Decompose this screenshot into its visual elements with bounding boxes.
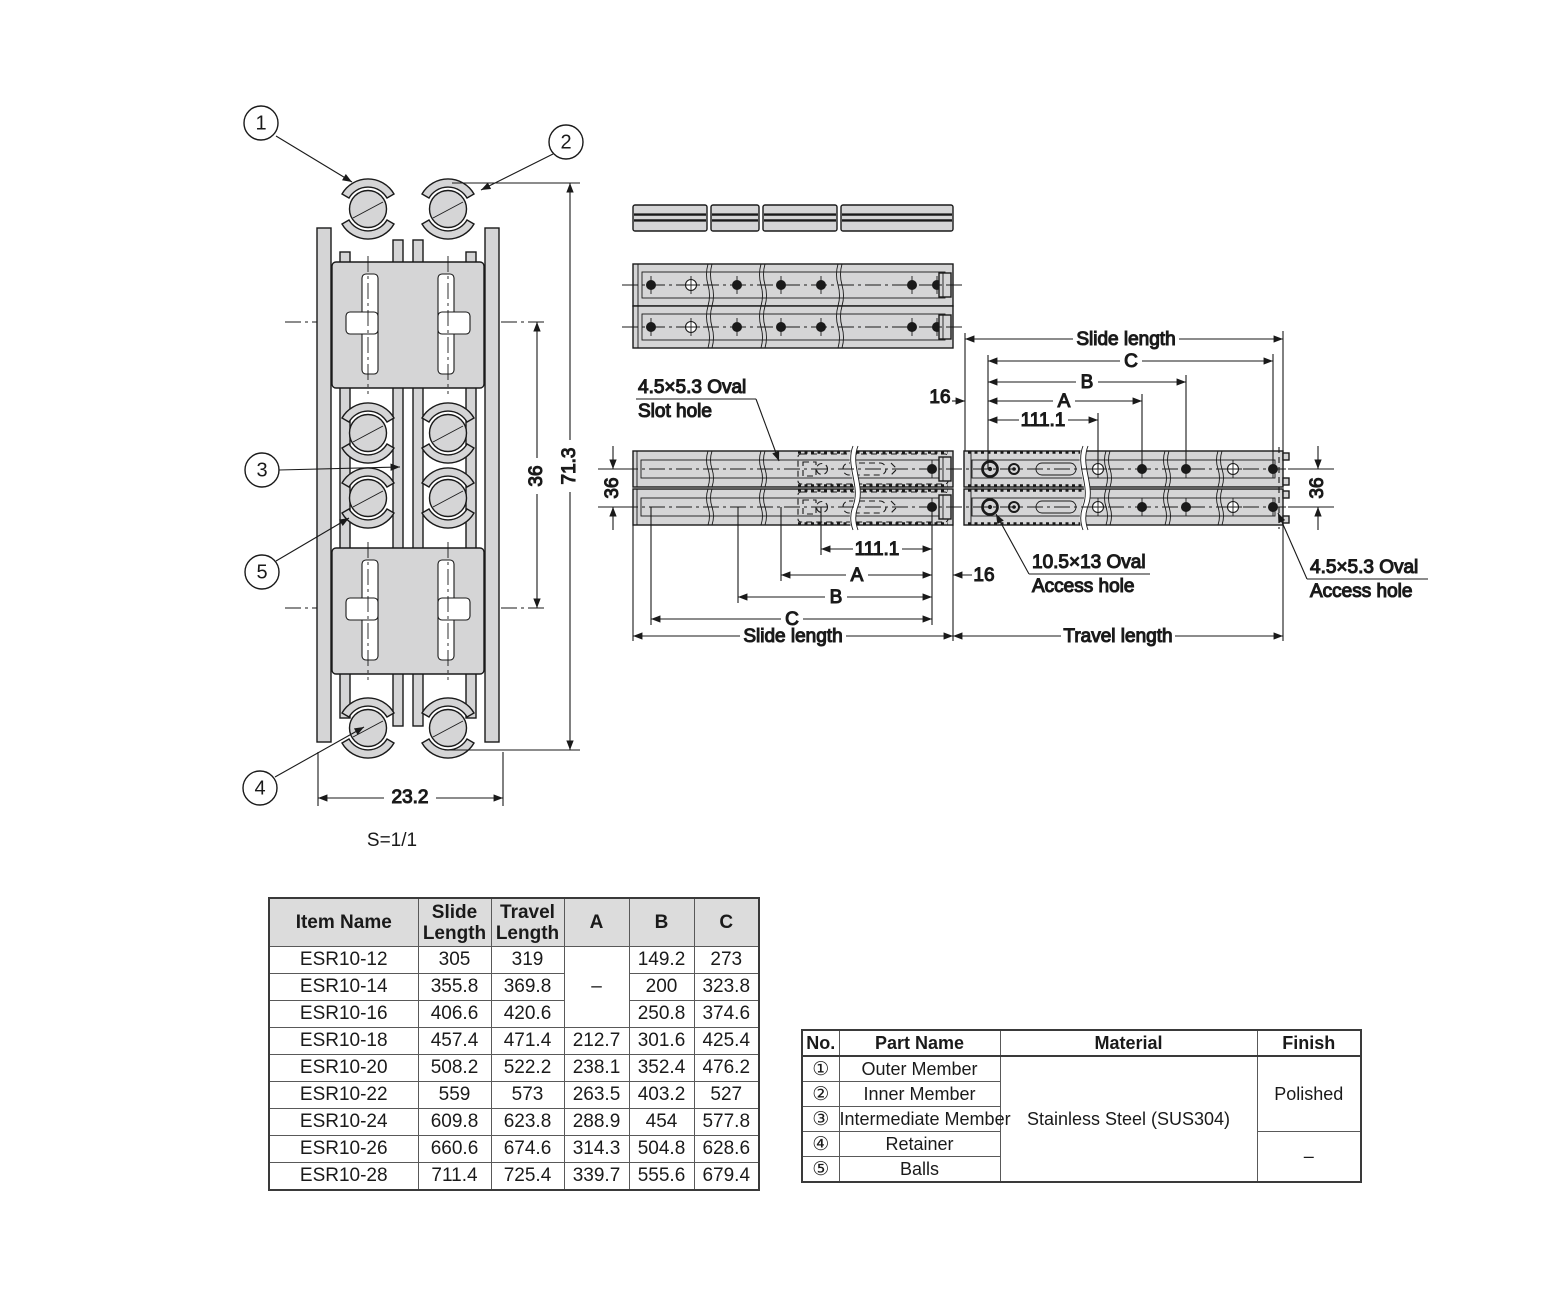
callout-5: 5 (244, 517, 350, 590)
col-c: C (693, 897, 760, 947)
parts-table-header-row: No. Part Name Material Finish (801, 1029, 1362, 1057)
dim-travel-length: Travel length (1063, 626, 1172, 647)
dim-111-1-top: 111.1 (1021, 410, 1066, 431)
table-row: ESR10-24 609.8 623.8 288.9 454 577.8 (268, 1108, 760, 1136)
access-hole-label-a: 10.5×13 Oval Access hole (995, 513, 1150, 598)
table-row: ESR10-28 711.4 725.4 339.7 555.6 679.4 (268, 1162, 760, 1191)
callout-2: 2 (480, 124, 584, 191)
svg-text:Access hole: Access hole (1032, 576, 1134, 597)
technical-drawing: 36 71.3 23.2 1 2 3 (242, 105, 1428, 851)
plan-view-closed (622, 264, 962, 348)
table-row: ④ Retainer – (801, 1131, 1362, 1183)
table-row: ⑤ Balls (801, 1156, 1361, 1183)
centerlines (285, 321, 548, 609)
finish-polished-cell: Polished (1256, 1055, 1362, 1132)
dim-71-3: 71.3 (559, 448, 580, 485)
dim-c-top: C (1124, 351, 1138, 372)
dim-c-bottom: C (785, 609, 799, 630)
callout-1: 1 (243, 105, 353, 183)
dim-36-right: 36 (1307, 477, 1328, 498)
svg-text:4.5×5.3 Oval: 4.5×5.3 Oval (1310, 557, 1418, 578)
svg-text:Access hole: Access hole (1310, 581, 1412, 602)
dim-a-bottom: A (851, 565, 864, 586)
side-view-extended (622, 444, 1305, 532)
svg-text:1: 1 (255, 112, 266, 134)
table-row: ESR10-12 305 319 – 149.2 273 (268, 946, 760, 1028)
dim-36: 36 (526, 465, 547, 486)
dim-a-top: A (1058, 391, 1071, 412)
table-row: ESR10-26 660.6 674.6 314.3 504.8 628.6 (268, 1135, 760, 1163)
svg-text:2: 2 (560, 131, 571, 153)
table-row: ESR10-16 406.6 420.6 250.8 374.6 (268, 1000, 760, 1028)
dim-16-top: 16 (929, 387, 950, 408)
svg-text:4.5×5.3 Oval: 4.5×5.3 Oval (638, 377, 746, 398)
col-part-name: Part Name (838, 1029, 1001, 1057)
intermediate-blocks (331, 256, 485, 680)
table-row: ESR10-22 559 573 263.5 403.2 527 (268, 1081, 760, 1109)
dim-b-top: B (1081, 372, 1094, 393)
svg-text:3: 3 (256, 459, 267, 481)
outer-member (316, 227, 500, 743)
dim-slide-length-top: Slide length (1076, 329, 1175, 350)
parts-table: No. Part Name Material Finish ① Outer Me… (801, 1029, 1362, 1183)
svg-text:10.5×13 Oval: 10.5×13 Oval (1032, 552, 1146, 573)
callout-4: 4 (242, 726, 365, 806)
slot-hole-label: 4.5×5.3 Oval Slot hole (636, 376, 780, 462)
dim-b-bottom: B (830, 587, 843, 608)
callout-3: 3 (244, 452, 401, 488)
table-row: ③ Intermediate Member (801, 1106, 1361, 1132)
edge-view (632, 204, 954, 232)
side-views: Slide length C B A 111.1 16 (598, 204, 1428, 648)
table-row: ESR10-20 508.2 522.2 238.1 352.4 476.2 (268, 1054, 760, 1082)
access-hole-label-b: 4.5×5.3 Oval Access hole (1277, 512, 1428, 603)
dim-111-1-bottom: 111.1 (855, 539, 900, 560)
col-item-name: Item Name (268, 897, 419, 947)
dim-slide-length-bottom: Slide length (743, 626, 842, 647)
table-row: ESR10-14 355.8 369.8 200 323.8 (268, 973, 760, 1001)
dimension-chains: Slide length C B A 111.1 16 (598, 328, 1428, 648)
dim-16-bottom: 16 (973, 565, 994, 586)
svg-text:4: 4 (254, 777, 265, 799)
col-material: Material (999, 1029, 1258, 1057)
table-row: ESR10-18 457.4 471.4 212.7 301.6 425.4 (268, 1027, 760, 1055)
col-a: A (563, 897, 630, 947)
cross-section-view: 36 71.3 23.2 1 2 3 (242, 105, 584, 851)
scale-note: S=1/1 (367, 830, 417, 851)
svg-text:5: 5 (256, 561, 267, 583)
dim-36-left: 36 (602, 477, 623, 498)
col-b: B (628, 897, 695, 947)
cross-section-dimensions: 36 71.3 23.2 (317, 182, 581, 809)
col-no: No. (801, 1029, 840, 1057)
table-row: ① Outer Member Stainless Steel (SUS304) … (801, 1055, 1362, 1183)
svg-text:Slot hole: Slot hole (638, 401, 712, 422)
material-cell: Stainless Steel (SUS304) (999, 1055, 1258, 1183)
col-finish: Finish (1256, 1029, 1362, 1057)
table-row: ② Inner Member (801, 1081, 1361, 1107)
finish-none-cell: – (1256, 1131, 1362, 1183)
dim-23-2: 23.2 (392, 787, 429, 808)
